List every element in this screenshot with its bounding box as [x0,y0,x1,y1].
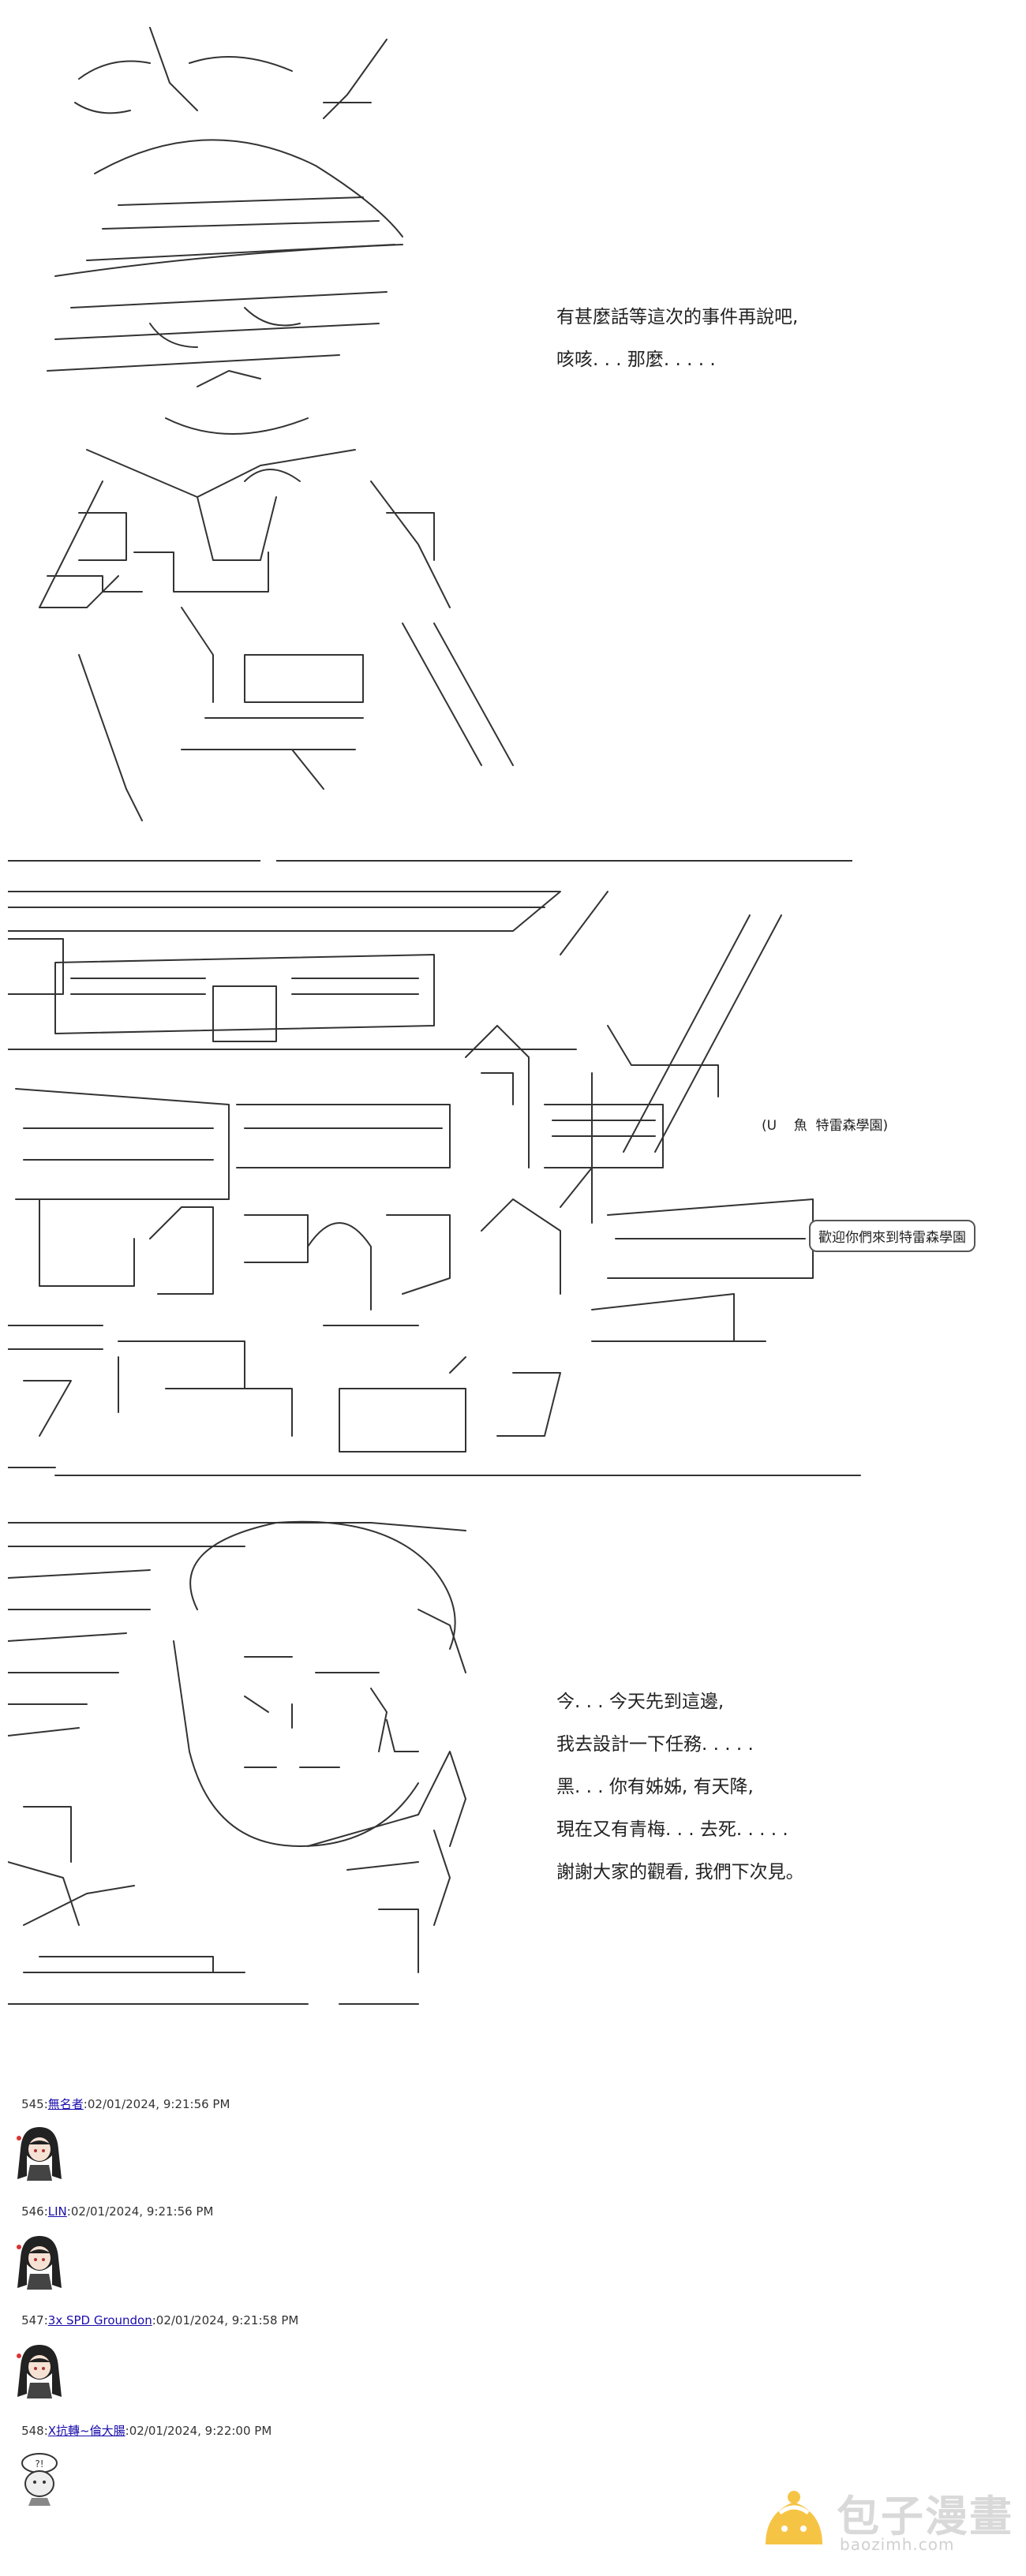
post-author-link[interactable]: 3x SPD Groundon [47,2313,152,2327]
avatar-chibi-character-icon: ?! [8,2446,71,2509]
post-number: 546 [21,2204,44,2219]
post-author-link[interactable]: LIN [47,2204,67,2219]
avatar-black-hair-girl-icon [8,2339,71,2402]
panel3-dialogue-line-5: 謝謝大家的觀看, 我們下次見。 [556,1862,804,1882]
watermark-title: 包子漫畫 [837,2492,1013,2541]
avatar-black-hair-girl-icon [8,2230,71,2293]
avatar-black-hair-girl-icon [8,2121,71,2184]
panel-divider [8,860,260,862]
panel3-dialogue-line-4: 現在又有青梅. . . 去死. . . . . [556,1819,788,1840]
post-547: 547:3x SPD Groundon:02/01/2024, 9:21:58 … [21,2313,299,2327]
ascii-art-horse-girl [39,27,514,821]
post-548: 548:X抗轉~倫大腸:02/01/2024, 9:22:00 PM [21,2424,272,2438]
post-number: 548 [21,2424,44,2438]
watermark-url: baozimh.com [840,2535,955,2554]
post-author-link[interactable]: X抗轉~倫大腸 [47,2424,125,2438]
post-546: 546:LIN:02/01/2024, 9:21:56 PM [21,2204,214,2219]
baozi-logo-icon [766,2491,822,2544]
post-545: 545:無名者:02/01/2024, 9:21:56 PM [21,2097,230,2111]
post-timestamp: :02/01/2024, 9:21:56 PM [83,2097,230,2111]
panel3-dialogue-line-1: 今. . . 今天先到這邊, [556,1692,725,1712]
post-author-link[interactable]: 無名者 [47,2097,84,2111]
post-timestamp: :02/01/2024, 9:21:56 PM [66,2204,214,2219]
ascii-art-school-building [8,891,861,1476]
ascii-art-character-closeup [8,1520,466,2005]
site-watermark: 包子漫畫 baozimh.com [758,2481,1013,2554]
post-timestamp: :02/01/2024, 9:21:58 PM [152,2313,299,2327]
panel-divider [276,860,852,862]
panel3-dialogue-line-2: 我去設計一下任務. . . . . [556,1734,754,1755]
post-timestamp: :02/01/2024, 9:22:00 PM [125,2424,272,2438]
svg-text:?!: ?! [35,2458,43,2469]
panel3-dialogue-line-3: 黑. . . 你有姊姊, 有天降, [556,1777,754,1797]
panel1-dialogue-line-2: 咳咳. . . 那麼. . . . . [556,350,716,370]
post-number: 547 [21,2313,44,2327]
post-number: 545 [21,2097,44,2111]
location-caption: (U 魚 特雷森學園) [762,1118,889,1134]
speech-bubble-welcome: 歡迎你們來到特雷森學園 [809,1220,975,1252]
panel1-dialogue-line-1: 有甚麼話等這次的事件再說吧, [556,307,799,327]
